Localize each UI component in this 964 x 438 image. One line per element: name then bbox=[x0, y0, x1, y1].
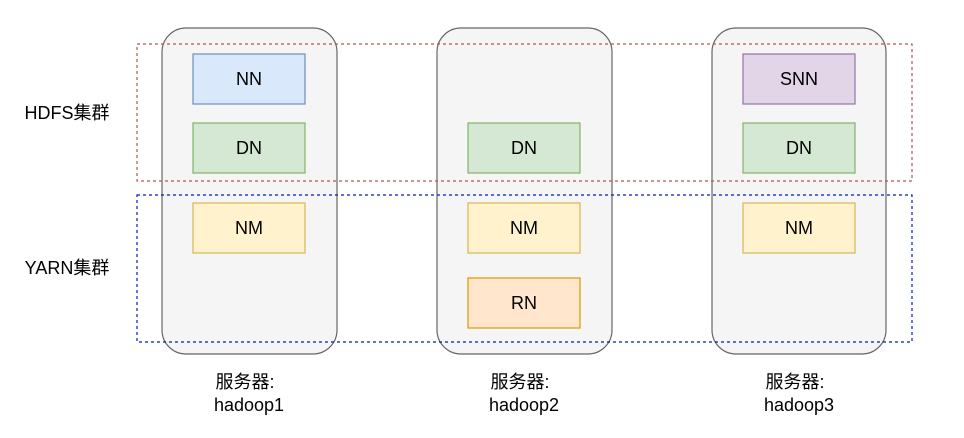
server-caption-title: 服务器: bbox=[765, 372, 824, 392]
nm-node-hadoop1: NM bbox=[192, 202, 306, 254]
server-box-hadoop2 bbox=[436, 27, 613, 355]
nm-node-label: NM bbox=[235, 218, 263, 238]
rn-node: RN bbox=[467, 277, 581, 329]
server-caption-name: hadoop1 bbox=[214, 395, 284, 415]
nn-node-label: NN bbox=[236, 69, 262, 89]
nm-node-label: NM bbox=[510, 218, 538, 238]
nm-node-hadoop2: NM bbox=[467, 202, 581, 254]
dn-node-label: DN bbox=[786, 138, 812, 158]
snn-node-label: SNN bbox=[780, 69, 818, 89]
dn-node-label: DN bbox=[236, 138, 262, 158]
snn-node: SNN bbox=[742, 53, 856, 105]
dn-node-hadoop2: DN bbox=[467, 122, 581, 174]
nn-node: NN bbox=[192, 53, 306, 105]
yarn-cluster-region bbox=[136, 194, 913, 343]
hdfs-cluster-label: HDFS集群 bbox=[25, 103, 110, 123]
server-caption-title: 服务器: bbox=[490, 372, 549, 392]
dn-node-hadoop3: DN bbox=[742, 122, 856, 174]
server-caption-title: 服务器: bbox=[215, 372, 274, 392]
dn-node-hadoop1: DN bbox=[192, 122, 306, 174]
server-caption-name: hadoop3 bbox=[764, 395, 834, 415]
yarn-cluster-label: YARN集群 bbox=[25, 258, 110, 278]
server-box-hadoop3 bbox=[711, 27, 887, 355]
nm-node-hadoop3: NM bbox=[742, 202, 856, 254]
server-caption-name: hadoop2 bbox=[489, 395, 559, 415]
nm-node-label: NM bbox=[785, 218, 813, 238]
server-box-hadoop1 bbox=[161, 27, 338, 355]
dn-node-label: DN bbox=[511, 138, 537, 158]
rn-node-label: RN bbox=[511, 293, 537, 313]
